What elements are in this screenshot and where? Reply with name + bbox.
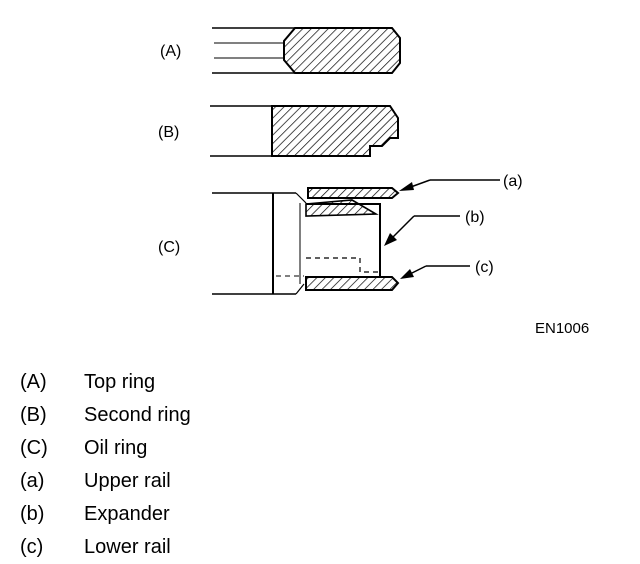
legend-text: Second ring <box>84 404 191 426</box>
lower-rail-part <box>305 276 400 291</box>
label-C: (C) <box>158 239 180 256</box>
legend-key: (C) <box>20 437 48 459</box>
legend-key: (A) <box>20 371 47 393</box>
legend-list: (A) Top ring (B) Second ring (C) Oil ring (… <box>20 366 191 564</box>
legend-text: Expander <box>84 503 170 525</box>
legend-item: (c) Lower rail <box>20 531 191 564</box>
top-ring-section <box>212 27 401 74</box>
legend-item: (b) Expander <box>20 498 191 531</box>
legend-item: (a) Upper rail <box>20 465 191 498</box>
label-B: (B) <box>158 124 179 141</box>
legend-text: Lower rail <box>84 536 171 558</box>
oil-ring-section <box>212 179 500 295</box>
expander-part <box>305 199 381 276</box>
legend-key: (c) <box>20 536 44 558</box>
legend-key: (a) <box>20 470 45 492</box>
legend-item: (A) Top ring <box>20 366 191 399</box>
second-ring-section <box>210 105 399 157</box>
legend-text: Upper rail <box>84 470 171 492</box>
legend-text: Oil ring <box>84 437 148 459</box>
legend-key: (b) <box>20 503 45 525</box>
legend-text: Top ring <box>84 371 156 393</box>
legend-item: (B) Second ring <box>20 399 191 432</box>
figure-code: EN1006 <box>535 320 589 337</box>
upper-rail-part <box>307 187 400 199</box>
label-a: (a) <box>503 173 523 190</box>
label-A: (A) <box>160 43 181 60</box>
legend-key: (B) <box>20 404 47 426</box>
label-b: (b) <box>465 209 485 226</box>
legend-item: (C) Oil ring <box>20 432 191 465</box>
label-c: (c) <box>475 259 494 276</box>
piston-ring-diagram: (A) (B) (C) (a) (b) (c) EN1006 <box>158 27 589 337</box>
